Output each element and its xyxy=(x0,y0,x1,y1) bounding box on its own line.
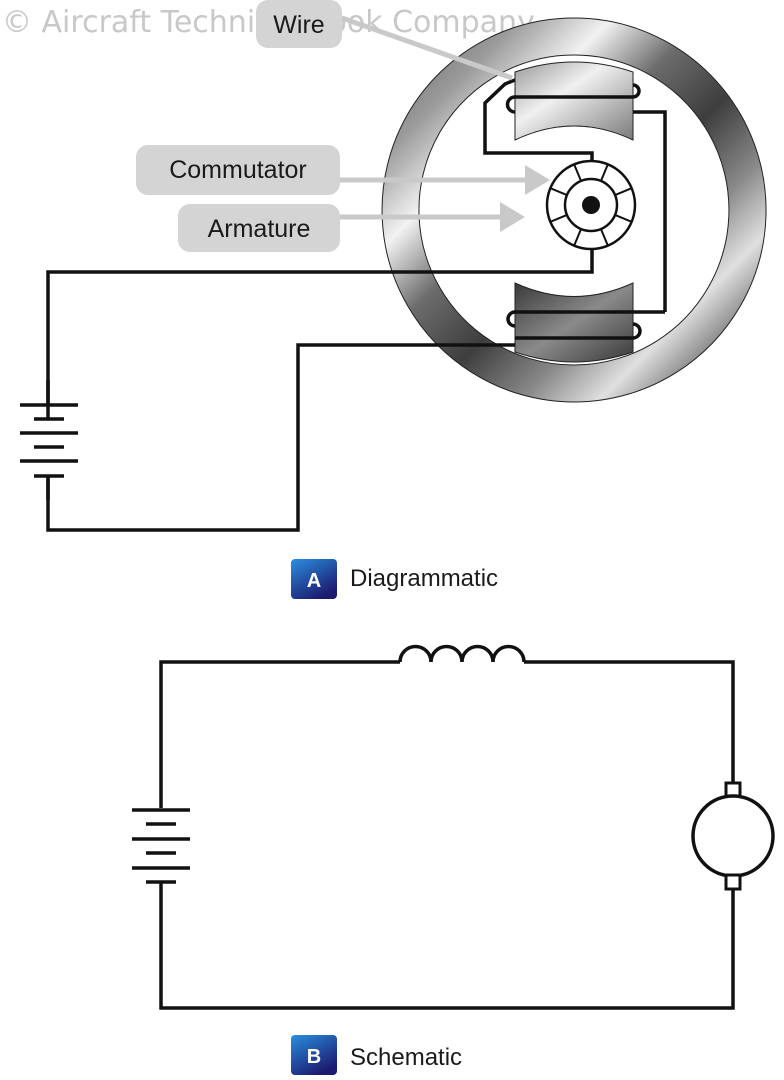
schematic-wire-top xyxy=(159,660,400,808)
label-armature: Armature xyxy=(178,204,340,252)
svg-text:Armature: Armature xyxy=(208,215,311,243)
battery-b xyxy=(132,808,190,884)
label-commutator: Commutator xyxy=(136,145,340,195)
svg-text:Commutator: Commutator xyxy=(169,156,307,184)
svg-text:Wire: Wire xyxy=(273,11,324,39)
leader-wire xyxy=(341,15,513,81)
schematic-wire-right xyxy=(524,660,735,783)
commutator-segment-divider xyxy=(573,228,582,247)
badge-b xyxy=(291,1035,337,1075)
top-pole-piece xyxy=(514,61,634,141)
commutator-segment-divider xyxy=(614,187,633,196)
label-wire: Wire xyxy=(256,0,342,48)
top-field-winding xyxy=(505,83,641,114)
motor-symbol xyxy=(691,781,775,891)
caption-schematic: Schematic xyxy=(350,1044,462,1071)
commutator-segment-divider xyxy=(549,187,568,196)
commutator xyxy=(545,159,637,251)
battery-a xyxy=(20,380,78,500)
wire-brush-to-top-field xyxy=(483,78,594,172)
armature-shaft xyxy=(582,196,600,214)
wire-field-link xyxy=(633,110,667,312)
wire-brush-to-battery xyxy=(46,250,594,418)
wire-battery-to-field xyxy=(46,343,515,532)
caption-diagrammatic: Diagrammatic xyxy=(350,565,498,592)
schematic-diagram: B Schematic xyxy=(132,644,775,1075)
commutator-segment-divider xyxy=(600,163,609,182)
commutator-segment-divider xyxy=(573,163,582,182)
caption-a: A Diagrammatic xyxy=(291,559,498,599)
svg-text:A: A xyxy=(307,570,321,592)
commutator-segment-divider xyxy=(549,214,568,223)
bottom-pole-piece xyxy=(514,282,634,363)
schematic-wire-bottom xyxy=(159,882,735,1010)
commutator-segment-divider xyxy=(614,214,633,223)
bottom-field-winding xyxy=(506,310,665,340)
stator-frame xyxy=(381,17,767,403)
diagrammatic-diagram: Wire Commutator Armature A Diagrammatic xyxy=(20,0,767,599)
caption-b: B Schematic xyxy=(291,1035,462,1075)
svg-text:B: B xyxy=(307,1046,321,1068)
commutator-segment-divider xyxy=(600,228,609,247)
field-coil-symbol xyxy=(398,644,526,663)
badge-a xyxy=(291,559,337,599)
